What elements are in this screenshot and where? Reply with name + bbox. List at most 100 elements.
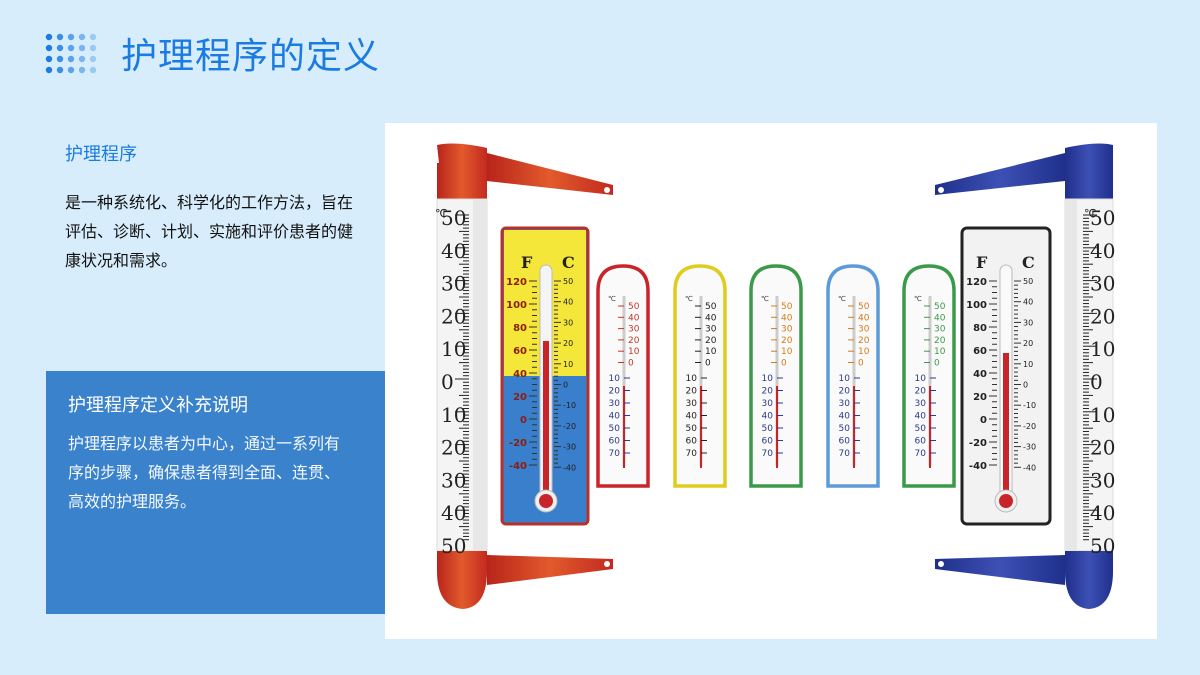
small-scale-label: 20 bbox=[628, 336, 640, 346]
logo-dot bbox=[56, 55, 64, 63]
unit-label: ℃ bbox=[608, 295, 616, 303]
small-scale-label: 40 bbox=[839, 412, 851, 422]
small-scale-label: 40 bbox=[781, 313, 793, 323]
scale-label: 50 bbox=[441, 534, 466, 558]
c-scale-label: -10 bbox=[563, 401, 576, 410]
f-scale-label: -40 bbox=[969, 461, 987, 472]
logo-dot bbox=[67, 55, 75, 63]
small-scale-label: 40 bbox=[762, 412, 774, 422]
small-scale-label: 50 bbox=[686, 424, 698, 434]
c-scale-label: -40 bbox=[1023, 463, 1036, 472]
logo-dot bbox=[56, 33, 64, 41]
small-scale-label: 0 bbox=[781, 359, 787, 369]
small-scale-label: 10 bbox=[628, 347, 640, 357]
scale-label: 20 bbox=[1090, 304, 1115, 328]
small-scale-label: 20 bbox=[609, 387, 621, 397]
f-scale-label: 120 bbox=[966, 277, 987, 288]
small-scale-label: 30 bbox=[839, 399, 851, 409]
c-scale-label: 40 bbox=[563, 298, 573, 307]
small-scale-label: 30 bbox=[915, 399, 927, 409]
small-scale-label: 20 bbox=[705, 336, 717, 346]
scale-label: 30 bbox=[441, 468, 466, 492]
small-scale-label: 10 bbox=[686, 374, 698, 384]
small-scale-label: 10 bbox=[762, 374, 774, 384]
small-scale-label: 20 bbox=[686, 387, 698, 397]
scale-label: 10 bbox=[441, 403, 466, 427]
c-scale-label: 30 bbox=[1023, 318, 1033, 327]
scale-label: 40 bbox=[441, 239, 466, 263]
small-scale-label: 10 bbox=[858, 347, 870, 357]
small-scale-label: 30 bbox=[705, 325, 717, 335]
scale-label: 50 bbox=[1090, 206, 1115, 230]
logo-dot bbox=[78, 44, 86, 52]
c-scale-label: -30 bbox=[563, 443, 576, 452]
small-scale-label: 30 bbox=[628, 325, 640, 335]
f-scale-label: 60 bbox=[973, 346, 987, 357]
fc-thermometer-black: F C 120100806040200-20-4050403020100-10-… bbox=[960, 226, 1052, 526]
small-scale-label: 30 bbox=[609, 399, 621, 409]
scale-label: 30 bbox=[1090, 272, 1115, 296]
f-scale-label: 0 bbox=[980, 415, 987, 426]
f-scale-label: -20 bbox=[969, 438, 987, 449]
f-scale-label: 120 bbox=[506, 277, 527, 288]
small-scale-label: 50 bbox=[858, 302, 870, 312]
small-scale-label: 60 bbox=[609, 437, 621, 447]
f-scale-label: 100 bbox=[506, 300, 527, 311]
small-scale-label: 50 bbox=[705, 302, 717, 312]
unit-label: ℃ bbox=[914, 295, 922, 303]
scale-label: 40 bbox=[441, 501, 466, 525]
small-scale-label: 40 bbox=[686, 412, 698, 422]
logo-dot bbox=[89, 44, 97, 52]
small-scale-label: 60 bbox=[762, 437, 774, 447]
logo-dot bbox=[45, 44, 53, 52]
scale-label: 40 bbox=[1090, 501, 1115, 525]
small-scale-label: 30 bbox=[762, 399, 774, 409]
small-scale-label: 20 bbox=[781, 336, 793, 346]
small-scale-label: 10 bbox=[609, 374, 621, 384]
f-scale-label: 20 bbox=[973, 392, 987, 403]
fc-color-c-label: C bbox=[562, 253, 575, 272]
logo-dot bbox=[78, 33, 86, 41]
fc-thermometer-color: F C 120100806040200-20-4050403020100-10-… bbox=[500, 226, 590, 526]
f-scale-label: 40 bbox=[513, 369, 527, 380]
small-scale-label: 50 bbox=[628, 302, 640, 312]
scale-label: 30 bbox=[1090, 468, 1115, 492]
f-scale-label: 60 bbox=[513, 346, 527, 357]
logo-dot bbox=[78, 66, 86, 74]
unit-label: ℃ bbox=[435, 207, 447, 220]
unit-label: ℃ bbox=[1084, 207, 1096, 220]
logo-dot bbox=[89, 33, 97, 41]
scale-label: 0 bbox=[441, 370, 454, 394]
f-scale-label: 40 bbox=[973, 369, 987, 380]
small-scale-label: 60 bbox=[915, 437, 927, 447]
scale-label: 10 bbox=[1090, 403, 1115, 427]
small-scale-label: 60 bbox=[686, 437, 698, 447]
f-scale-label: 20 bbox=[513, 392, 527, 403]
c-scale-label: 10 bbox=[563, 360, 573, 369]
unit-label: ℃ bbox=[685, 295, 693, 303]
f-scale-label: 0 bbox=[520, 415, 527, 426]
page-title: 护理程序的定义 bbox=[121, 36, 381, 77]
c-scale-label: 0 bbox=[1023, 381, 1028, 390]
small-scale-label: 0 bbox=[858, 359, 864, 369]
small-scale-label: 30 bbox=[934, 325, 946, 335]
unit-label: ℃ bbox=[838, 295, 846, 303]
c-scale-label: -20 bbox=[1023, 422, 1036, 431]
small-scale-label: 50 bbox=[934, 302, 946, 312]
logo-dot bbox=[56, 66, 64, 74]
logo-dot bbox=[45, 55, 53, 63]
small-scale-label: 40 bbox=[609, 412, 621, 422]
small-scale-label: 10 bbox=[839, 374, 851, 384]
c-scale-label: 0 bbox=[563, 381, 568, 390]
scale-label: 30 bbox=[441, 272, 466, 296]
info-box-body: 护理程序以患者为中心，通过一系列有序的步骤，确保患者得到全面、连贯、高效的护理服… bbox=[68, 434, 341, 511]
c-scale-label: 30 bbox=[563, 318, 573, 327]
logo-dots-icon bbox=[45, 33, 97, 74]
